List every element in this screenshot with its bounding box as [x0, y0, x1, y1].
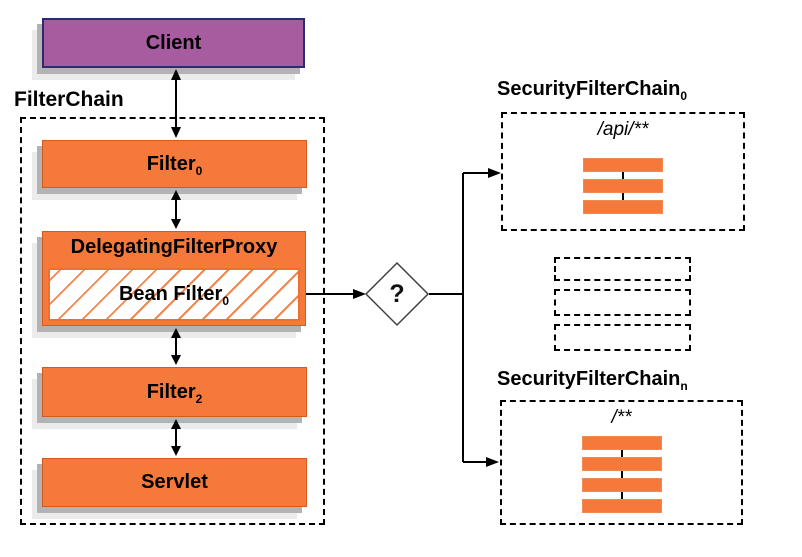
security-filter-chain-0-box: /api/**: [501, 112, 745, 231]
filter2-subscript: 2: [195, 391, 203, 406]
filter-bars-0: [583, 158, 663, 214]
client-box: Client: [42, 18, 305, 68]
security-filter-chain-0-title: SecurityFilterChain0: [497, 78, 688, 103]
bean-filter-label: Bean Filter0: [118, 283, 230, 308]
security-filter-chain-0-subscript: 0: [680, 89, 688, 103]
url-pattern-n: /**: [611, 407, 632, 428]
delegating-filter-proxy-label: DelegatingFilterProxy: [70, 236, 278, 258]
filter-bars-n: [582, 436, 662, 513]
filterchain-title: FilterChain: [14, 88, 124, 111]
client-label: Client: [145, 31, 202, 54]
filter-bar: [582, 457, 662, 471]
bar-connector: [621, 492, 623, 499]
url-pattern-0: /api/**: [597, 119, 649, 140]
security-filter-chain-n-title: SecurityFilterChainn: [497, 368, 688, 393]
bar-connector: [622, 172, 624, 179]
elided-chain-box: [554, 289, 691, 316]
bean-filter-box: Bean Filter0: [48, 268, 300, 321]
security-filter-chain-n-subscript: n: [680, 379, 688, 393]
servlet-label: Servlet: [141, 471, 208, 493]
filter-bar: [583, 179, 663, 193]
filter0-label: Filter0: [146, 152, 203, 178]
bar-connector: [622, 193, 624, 200]
security-filter-chain-n-box: /**: [500, 400, 743, 525]
filter-bar: [582, 499, 662, 513]
filter2-box: Filter2: [42, 367, 307, 417]
filterchain-container: [20, 117, 325, 525]
filter0-subscript: 0: [195, 163, 203, 178]
filter2-label: Filter2: [146, 380, 203, 406]
filter-bar: [582, 478, 662, 492]
bean-filter-subscript: 0: [222, 294, 230, 308]
decision-label: ?: [389, 280, 405, 308]
bar-connector: [621, 450, 623, 457]
filter-bar: [582, 436, 662, 450]
bar-connector: [621, 471, 623, 478]
delegating-filter-proxy-box: DelegatingFilterProxy Bean Filter0: [42, 231, 306, 326]
elided-chain-box: [554, 257, 691, 281]
servlet-box: Servlet: [42, 458, 307, 507]
elided-chain-box: [554, 324, 691, 351]
filter-bar: [583, 200, 663, 214]
filter-bar: [583, 158, 663, 172]
filter0-box: Filter0: [42, 140, 307, 188]
